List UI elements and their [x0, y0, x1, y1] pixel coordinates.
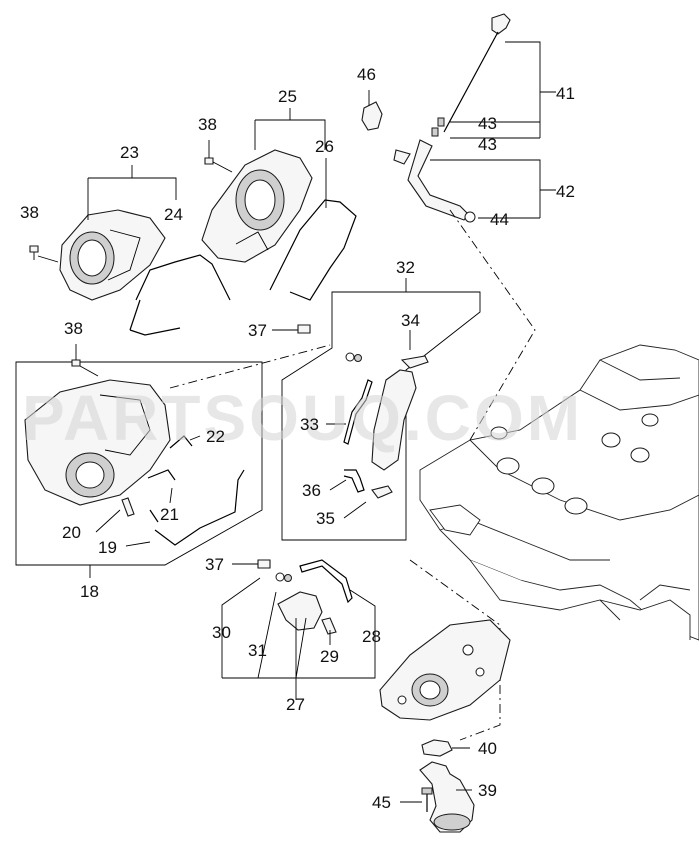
callout-31: 31: [248, 641, 267, 660]
callout-24: 24: [164, 205, 183, 224]
callout-40: 40: [478, 739, 497, 758]
bolt-38-b: [204, 157, 214, 165]
callout-38: 38: [64, 319, 83, 338]
bolt-38-a: [29, 245, 39, 253]
leader-36: [329, 479, 347, 491]
leader-20: [95, 509, 121, 533]
callout-20: 20: [62, 523, 81, 542]
callout-44: 44: [490, 210, 509, 229]
timing-cover-upper-left: [59, 209, 231, 336]
callout-35: 35: [316, 509, 335, 528]
callout-46: 46: [357, 65, 376, 84]
callout-26: 26: [315, 137, 334, 156]
bolt-37-a: [297, 324, 311, 334]
callout-25: 25: [278, 87, 297, 106]
callout-33: 33: [300, 415, 319, 434]
alignment-line-c: [409, 559, 501, 741]
callout-18: 18: [80, 582, 99, 601]
leader-38-b: [208, 140, 233, 173]
callout-39: 39: [478, 781, 497, 800]
callout-30: 30: [212, 623, 231, 642]
callout-43: 43: [478, 114, 497, 133]
engine-block-illustration: [419, 344, 699, 641]
leader-38-a: [33, 252, 59, 263]
callout-21: 21: [160, 505, 179, 524]
callout-29: 29: [320, 647, 339, 666]
leader-22: [189, 435, 201, 441]
callout-22: 22: [206, 427, 225, 446]
bolt-38-c: [71, 359, 81, 367]
leader-21: [169, 487, 173, 504]
alignment-line-b: [449, 209, 536, 441]
callout-27: 27: [286, 695, 305, 714]
callout-32: 32: [396, 258, 415, 277]
callout-37: 37: [205, 555, 224, 574]
timing-cover-upper-right: [201, 149, 357, 301]
alignment-line-a: [169, 344, 331, 389]
box-18: [15, 361, 263, 566]
bracket-23: [87, 165, 177, 220]
bracket-41: [450, 41, 556, 139]
callout-38: 38: [198, 115, 217, 134]
callout-19: 19: [98, 538, 117, 557]
leader-19: [125, 541, 151, 547]
callout-23: 23: [120, 143, 139, 162]
box-32: [281, 291, 481, 541]
oil-pump-assembly: [379, 619, 511, 721]
watermark: PARTSOUQ.COM: [22, 382, 583, 454]
callout-36: 36: [302, 481, 321, 500]
oil-dipstick-assembly: [361, 13, 511, 223]
callout-34: 34: [401, 311, 420, 330]
callout-labels: 41 43 43 42 44 46 25 26 23 24 38 38 38 3…: [20, 65, 575, 812]
oil-strainer: [419, 739, 475, 833]
callout-43: 43: [478, 135, 497, 154]
callout-45: 45: [372, 793, 391, 812]
bracket-assembly-32: [343, 352, 429, 499]
callout-28: 28: [362, 627, 381, 646]
callout-37: 37: [248, 321, 267, 340]
bracket-42: [430, 159, 556, 219]
callout-38: 38: [20, 203, 39, 222]
leader-38-c: [75, 344, 99, 377]
bracket-assembly-lower: [275, 559, 353, 635]
callout-42: 42: [556, 182, 575, 201]
bolt-37-b: [257, 559, 271, 569]
bracket-25: [254, 108, 326, 150]
callout-41: 41: [556, 84, 575, 103]
timing-cover-lower: [24, 379, 245, 546]
leader-35: [343, 501, 367, 519]
bracket-27: [221, 577, 376, 700]
